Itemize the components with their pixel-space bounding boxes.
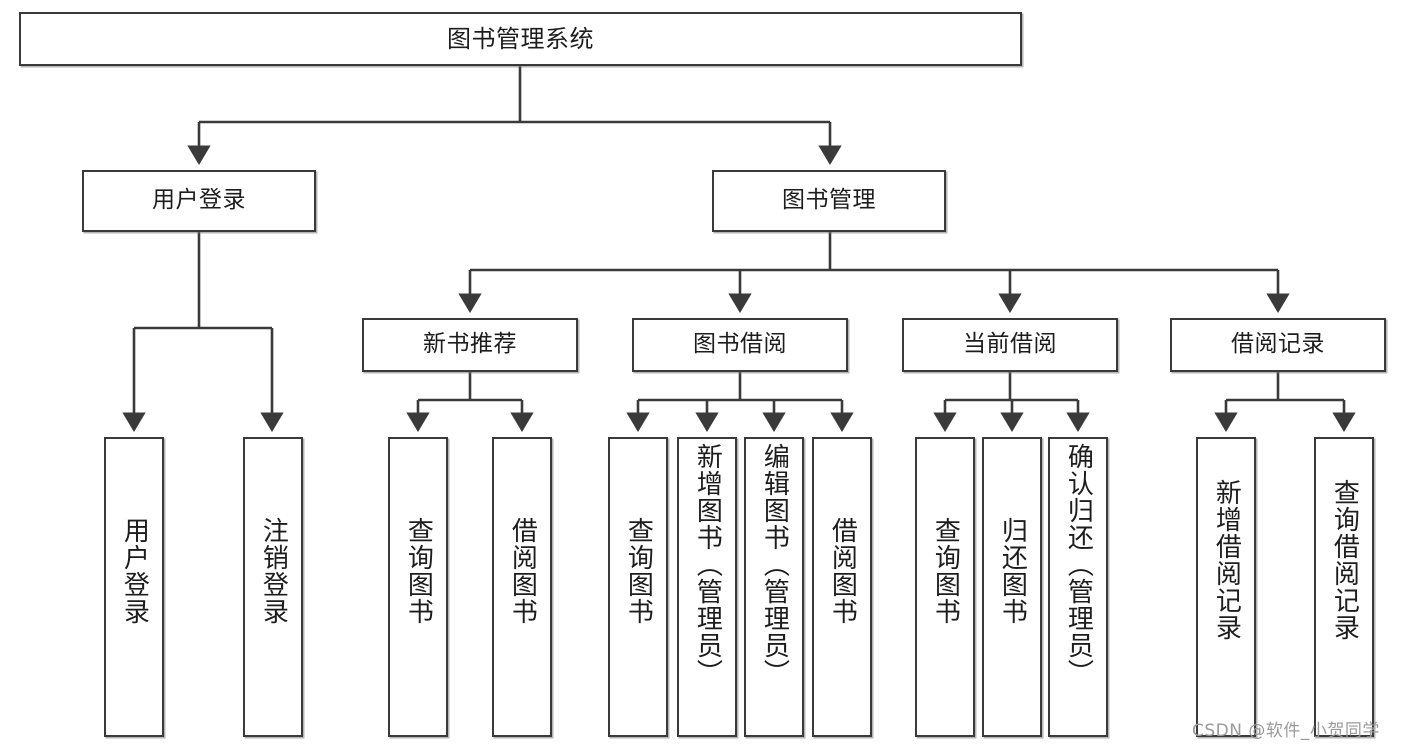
- node-leaf-borrow-book-2-label: 借阅图书: [827, 517, 858, 625]
- node-user-login[interactable]: 用户登录: [82, 170, 316, 232]
- node-leaf-query-book-1-label: 查询图书: [403, 517, 434, 625]
- node-new-book-rec-label: 新书推荐: [423, 331, 517, 358]
- node-leaf-return-book-label: 归还图书: [997, 517, 1028, 625]
- node-leaf-return-book[interactable]: 归还图书: [982, 437, 1042, 737]
- node-leaf-add-book-label: 新增图书（管理员）: [692, 443, 723, 686]
- node-leaf-borrow-book-1[interactable]: 借阅图书: [492, 437, 552, 737]
- node-root-label: 图书管理系统: [447, 24, 594, 53]
- node-book-manage[interactable]: 图书管理: [712, 170, 946, 232]
- node-new-book-rec[interactable]: 新书推荐: [362, 318, 578, 372]
- node-book-borrow[interactable]: 图书借阅: [632, 318, 848, 372]
- node-book-manage-label: 图书管理: [782, 187, 876, 214]
- node-current-borrow-label: 当前借阅: [963, 331, 1057, 358]
- node-leaf-logout-label: 注销登录: [258, 517, 289, 625]
- node-leaf-confirm-return-label: 确认归还（管理员）: [1063, 443, 1094, 686]
- node-leaf-add-record[interactable]: 新增借阅记录: [1196, 437, 1256, 737]
- node-leaf-borrow-book-1-label: 借阅图书: [507, 517, 538, 625]
- csdn-watermark: CSDN @软件_小贺同学: [1192, 721, 1380, 741]
- node-leaf-add-record-label: 新增借阅记录: [1211, 479, 1242, 641]
- node-leaf-query-book-3-label: 查询图书: [930, 517, 961, 625]
- node-leaf-query-record-label: 查询借阅记录: [1329, 479, 1360, 641]
- node-leaf-user-login-label: 用户登录: [119, 517, 150, 625]
- node-root[interactable]: 图书管理系统: [19, 12, 1022, 66]
- node-book-borrow-label: 图书借阅: [693, 331, 787, 358]
- node-leaf-query-record[interactable]: 查询借阅记录: [1314, 437, 1374, 737]
- node-user-login-label: 用户登录: [152, 187, 246, 214]
- node-leaf-confirm-return[interactable]: 确认归还（管理员）: [1048, 437, 1108, 737]
- node-leaf-query-book-2[interactable]: 查询图书: [608, 437, 668, 737]
- node-leaf-user-login[interactable]: 用户登录: [104, 437, 164, 737]
- node-borrow-record[interactable]: 借阅记录: [1170, 318, 1386, 372]
- node-leaf-query-book-2-label: 查询图书: [623, 517, 654, 625]
- node-current-borrow[interactable]: 当前借阅: [902, 318, 1118, 372]
- node-leaf-query-book-3[interactable]: 查询图书: [915, 437, 975, 737]
- node-leaf-borrow-book-2[interactable]: 借阅图书: [812, 437, 872, 737]
- node-leaf-edit-book[interactable]: 编辑图书（管理员）: [744, 437, 804, 737]
- node-leaf-logout[interactable]: 注销登录: [243, 437, 303, 737]
- node-leaf-edit-book-label: 编辑图书（管理员）: [759, 443, 790, 686]
- node-leaf-query-book-1[interactable]: 查询图书: [388, 437, 448, 737]
- node-leaf-add-book[interactable]: 新增图书（管理员）: [677, 437, 737, 737]
- node-borrow-record-label: 借阅记录: [1231, 331, 1325, 358]
